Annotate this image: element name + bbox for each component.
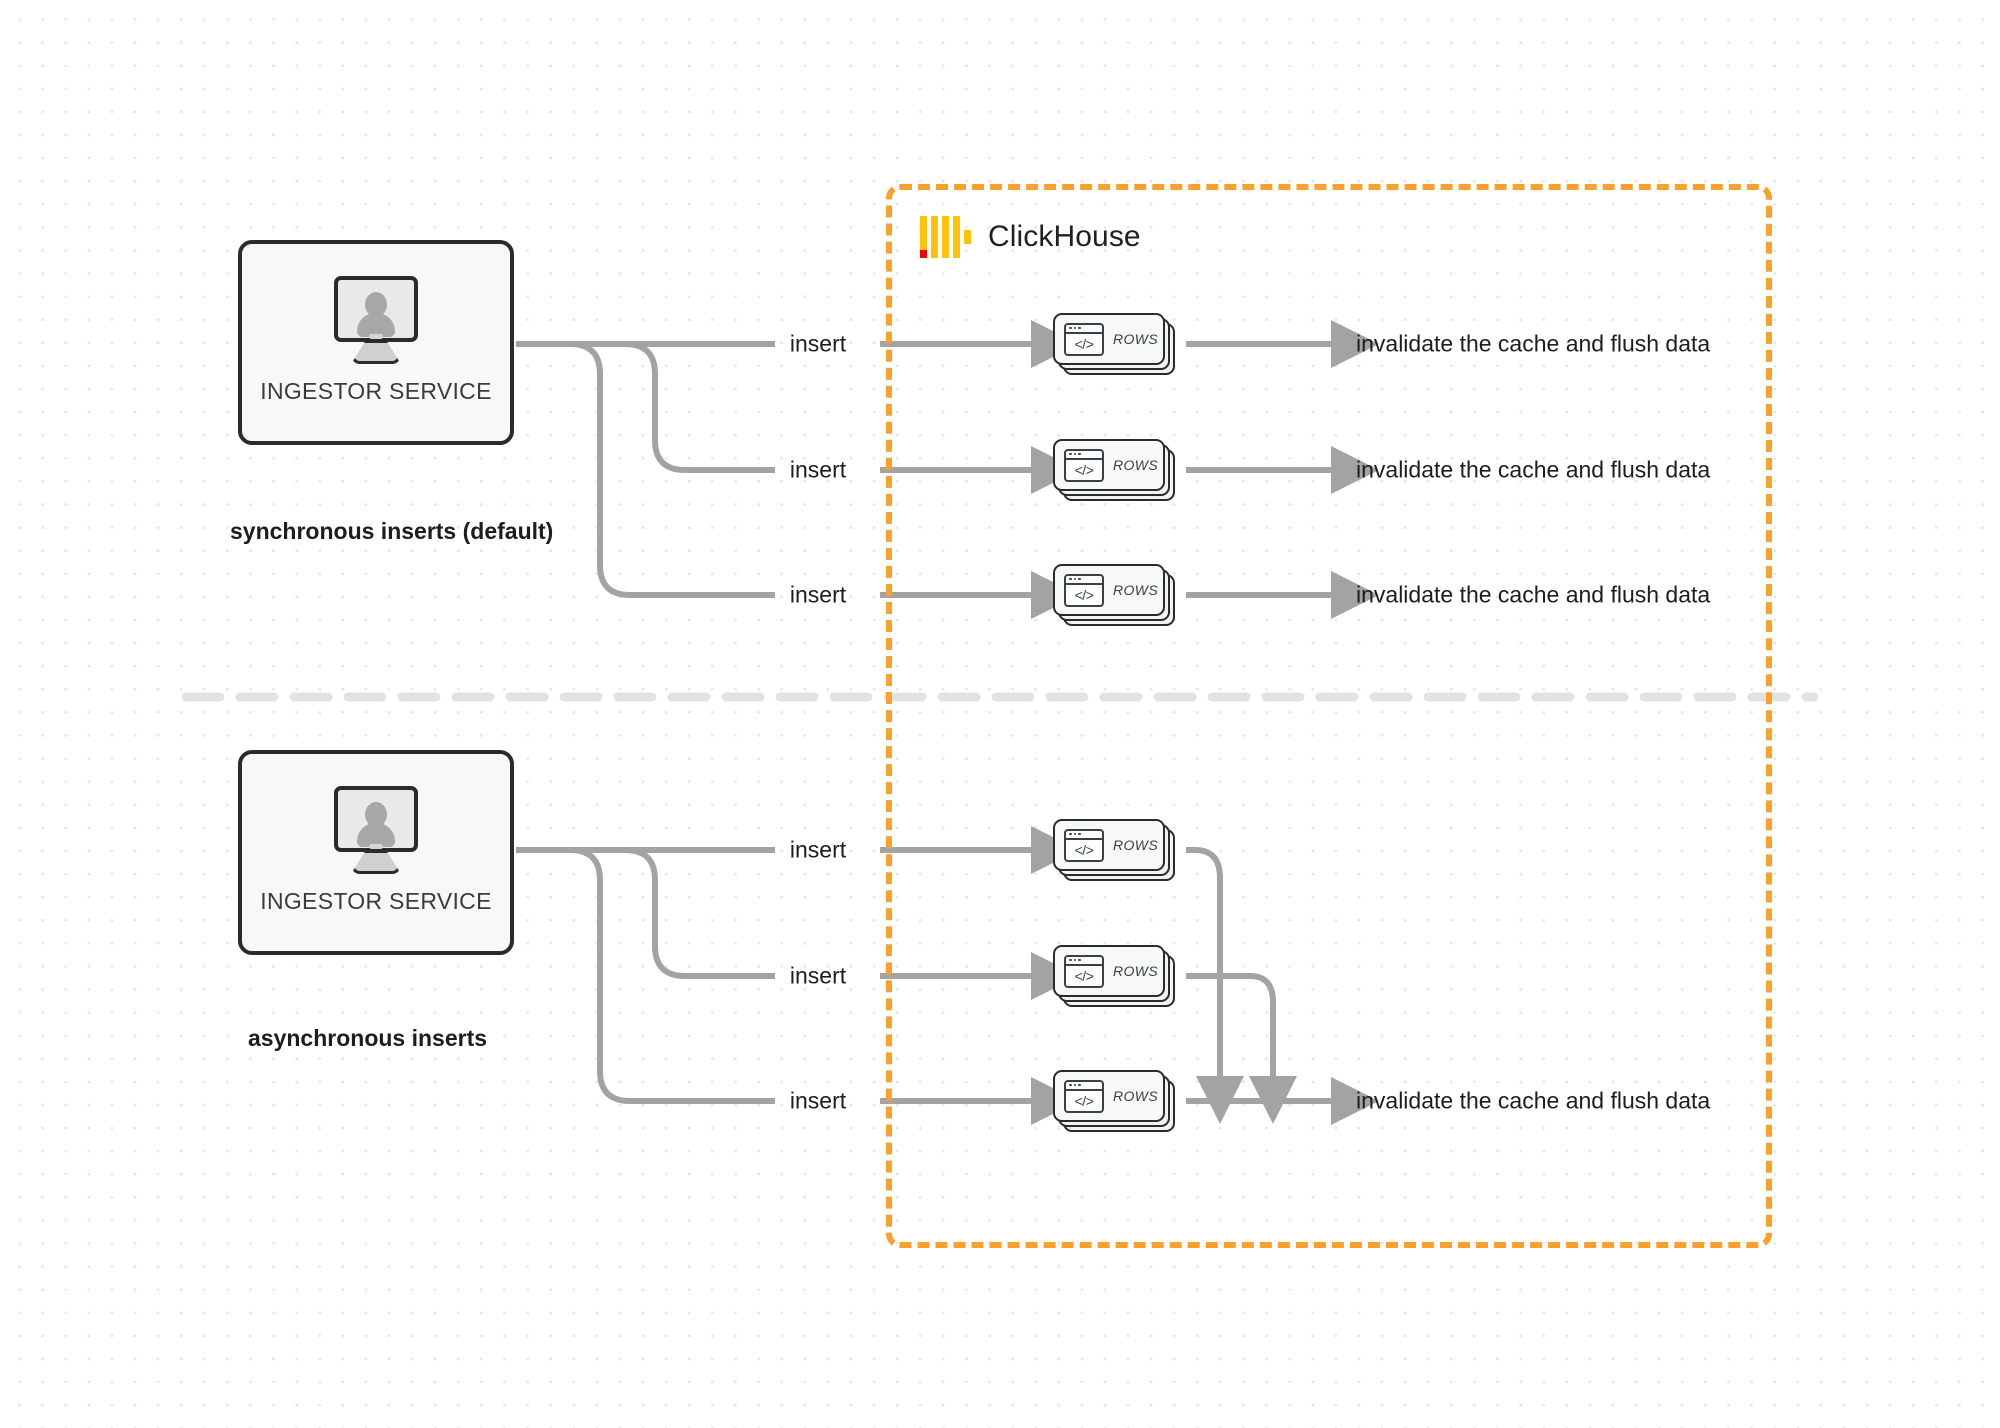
outcome-label-sync-3: invalidate the cache and flush data (1356, 581, 1711, 608)
rows-node-label: ROWS (1113, 582, 1159, 598)
rows-node-label: ROWS (1113, 331, 1159, 347)
async-branch-2 (516, 847, 775, 979)
rows-node-async-3[interactable]: </> ROWS (1053, 1070, 1175, 1132)
clickhouse-title: ClickHouse (988, 220, 1141, 253)
code-window-icon: </> (1064, 954, 1104, 988)
rows-node-sync-1[interactable]: </> ROWS (1053, 313, 1175, 375)
insert-label-async-1: insert (789, 836, 847, 863)
code-window-icon: </> (1064, 1079, 1104, 1113)
sync-branch-3 (516, 341, 775, 598)
insert-label-sync-1: insert (789, 330, 847, 357)
section-caption-asynchronous: asynchronous inserts (248, 1025, 488, 1051)
rows-node-async-1[interactable]: </> ROWS (1053, 819, 1175, 881)
ingestor-service-sync[interactable]: INGESTOR SERVICE (238, 240, 514, 445)
code-window-icon: </> (1064, 322, 1104, 356)
clickhouse-boundary (886, 184, 1772, 1248)
rows-node-sync-3[interactable]: </> ROWS (1053, 564, 1175, 626)
rows-node-async-2[interactable]: </> ROWS (1053, 945, 1175, 1007)
rows-node-sync-2[interactable]: </> ROWS (1053, 439, 1175, 501)
section-caption-synchronous: synchronous inserts (default) (230, 518, 554, 544)
ingestor-service-label-sync: INGESTOR SERVICE (260, 378, 492, 404)
ingestor-service-label-async: INGESTOR SERVICE (260, 888, 492, 914)
code-window-icon: </> (1064, 828, 1104, 862)
insert-label-sync-2: insert (789, 456, 847, 483)
insert-label-sync-3: insert (789, 581, 847, 608)
monitor-user-icon (328, 786, 424, 874)
rows-node-label: ROWS (1113, 457, 1159, 473)
rows-node-label: ROWS (1113, 1088, 1159, 1104)
outcome-label-async-merged: invalidate the cache and flush data (1356, 1087, 1711, 1114)
insert-label-async-3: insert (789, 1087, 847, 1114)
clickhouse-brand: ClickHouse (920, 216, 1141, 258)
monitor-user-icon (328, 276, 424, 364)
insert-label-async-2: insert (789, 962, 847, 989)
sync-branch-2 (516, 341, 775, 473)
ingestor-service-async[interactable]: INGESTOR SERVICE (238, 750, 514, 955)
code-window-icon: </> (1064, 448, 1104, 482)
async-branch-3 (516, 847, 775, 1104)
code-window-icon: </> (1064, 573, 1104, 607)
rows-node-label: ROWS (1113, 963, 1159, 979)
outcome-label-sync-1: invalidate the cache and flush data (1356, 330, 1711, 357)
clickhouse-logo-icon (920, 216, 971, 258)
rows-node-label: ROWS (1113, 837, 1159, 853)
outcome-label-sync-2: invalidate the cache and flush data (1356, 456, 1711, 483)
